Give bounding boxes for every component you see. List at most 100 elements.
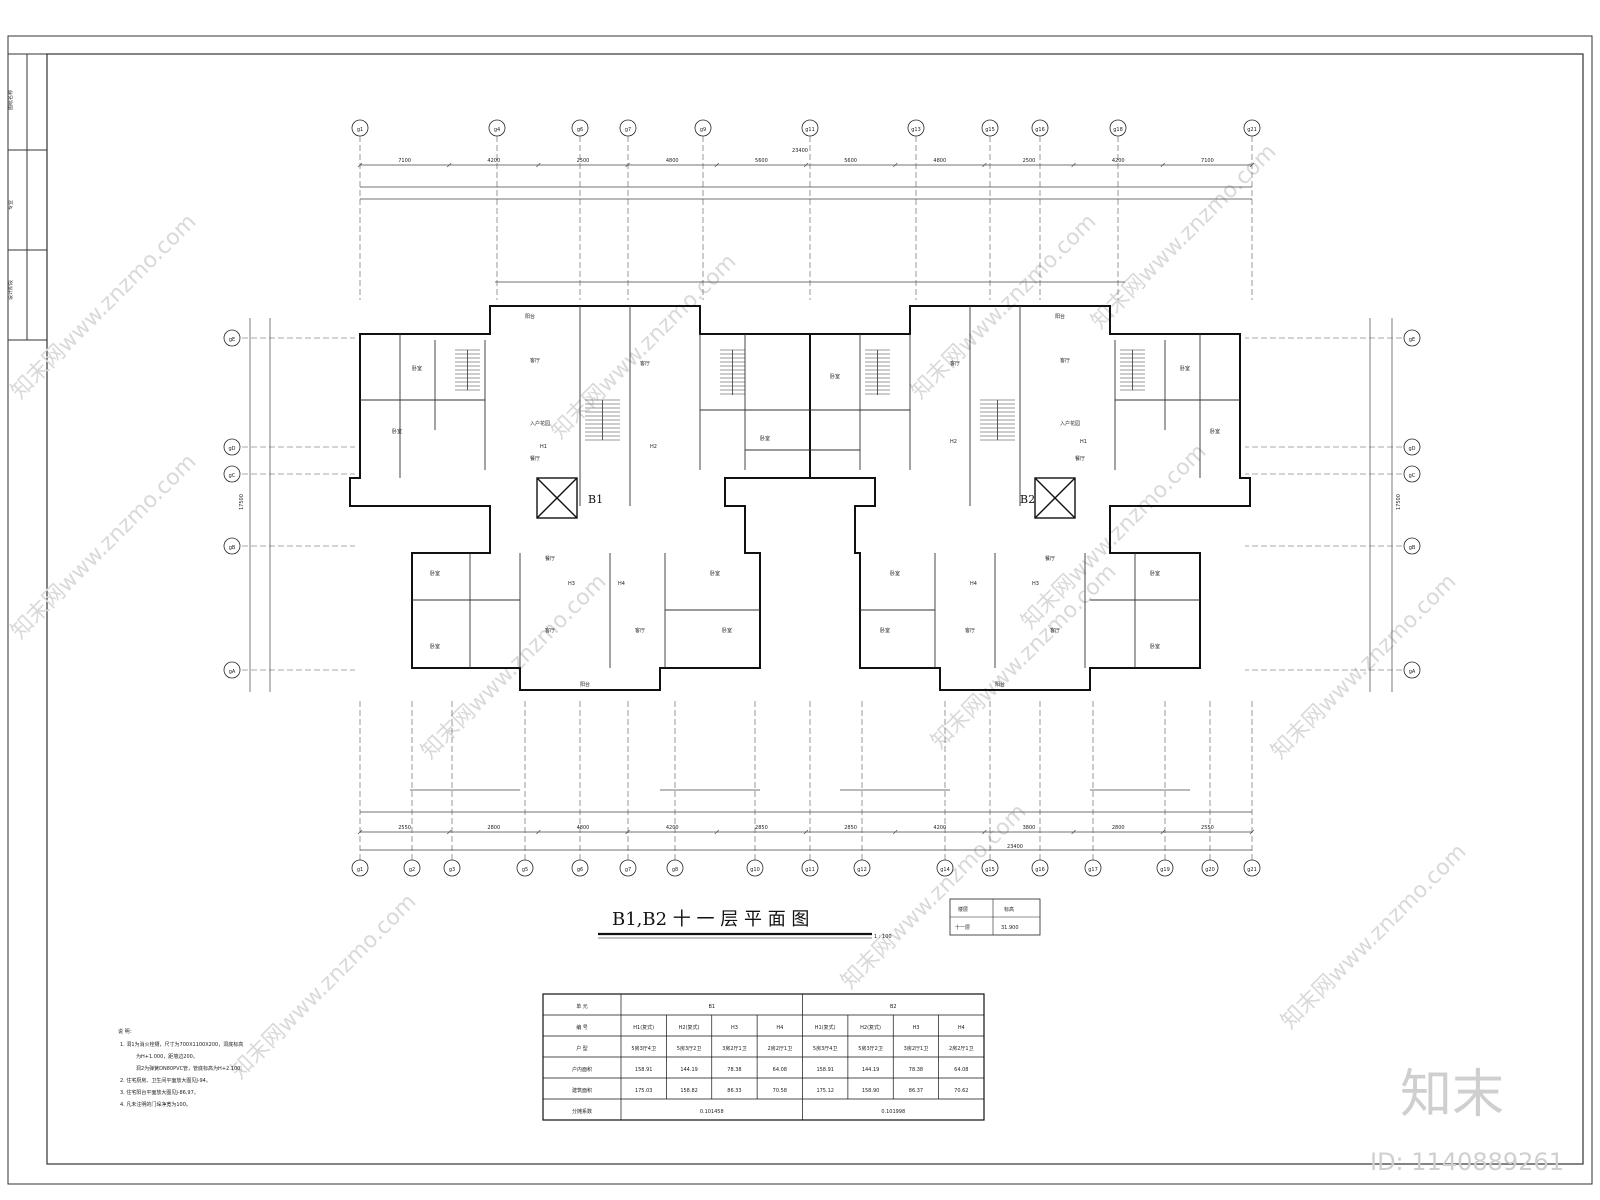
svg-text:3. 住宅阳台平面放大图见J-86,97。: 3. 住宅阳台平面放大图见J-86,97。 xyxy=(120,1089,199,1096)
dimension-tick xyxy=(892,829,898,835)
svg-text:客厅: 客厅 xyxy=(1050,627,1060,634)
table-building-area-cell: 86.37 xyxy=(909,1088,923,1094)
dimension-tick xyxy=(714,162,720,168)
svg-text:楼层: 楼层 xyxy=(958,906,968,913)
svg-text:知末网www.znzmo.com: 知末网www.znzmo.com xyxy=(927,559,1122,754)
axis-bubble xyxy=(1243,859,1261,877)
apt-h3-right: H3 xyxy=(1032,581,1039,587)
table-code-cell: H3 xyxy=(731,1025,738,1031)
table-code-cell: H1(复式) xyxy=(633,1024,654,1031)
dimension-value: 4200 xyxy=(666,825,679,831)
axis-bubble xyxy=(746,859,764,877)
svg-text:客厅: 客厅 xyxy=(530,357,540,364)
axis-label: g17 xyxy=(1088,867,1098,873)
axis-bubble xyxy=(223,661,241,679)
unit-b2-label: B2 xyxy=(1020,493,1035,506)
dimension-value: 7100 xyxy=(398,158,411,164)
svg-text:卧室: 卧室 xyxy=(830,373,840,380)
apt-h4-left: H4 xyxy=(618,581,625,587)
axis-label: g21 xyxy=(1247,127,1257,133)
dimension-value: 4200 xyxy=(487,158,500,164)
table-type-cell: 3房2厅1卫 xyxy=(722,1045,747,1052)
axis-label: g15 xyxy=(985,127,995,133)
dimension-value: 4800 xyxy=(933,158,946,164)
axis-bubble xyxy=(981,119,999,137)
svg-text:知末网www.znzmo.com: 知末网www.znzmo.com xyxy=(227,889,422,1084)
svg-text:卧室: 卧室 xyxy=(1150,643,1160,650)
axis-bubble xyxy=(1403,465,1421,483)
axis-label: g18 xyxy=(1113,127,1123,133)
axis-label: gD xyxy=(1408,446,1415,452)
svg-text:卧室: 卧室 xyxy=(392,428,402,435)
dimension-value: 4200 xyxy=(1112,158,1125,164)
dimension-value: 2850 xyxy=(755,825,768,831)
stair-treads xyxy=(455,349,1145,441)
axis-label: gD xyxy=(228,446,235,452)
svg-text:卧室: 卧室 xyxy=(760,435,770,442)
dimension-value: 2500 xyxy=(1023,158,1036,164)
svg-text:客厅: 客厅 xyxy=(1060,357,1070,364)
svg-text:餐厅: 餐厅 xyxy=(545,555,555,562)
axis-bubble xyxy=(571,859,589,877)
svg-text:餐厅: 餐厅 xyxy=(1045,555,1055,562)
dimension-value: 5600 xyxy=(755,158,768,164)
table-code-cell: H4 xyxy=(776,1025,783,1031)
dimension-tick xyxy=(446,162,452,168)
svg-text:卧室: 卧室 xyxy=(710,570,720,577)
bottom-dimension-lines xyxy=(360,789,1252,851)
table-code-cell: H3 xyxy=(912,1025,919,1031)
table-code-cell: H2(复式) xyxy=(679,1024,700,1031)
svg-text:31.900: 31.900 xyxy=(1001,925,1019,931)
unit-b1-label: B1 xyxy=(588,493,603,506)
dimension-tick xyxy=(357,829,363,835)
table-share-cell: 0.101458 xyxy=(700,1109,724,1115)
dimension-value: 2850 xyxy=(844,825,857,831)
axis-bubble xyxy=(223,438,241,456)
axis-label: gC xyxy=(229,473,236,479)
dimension-tick xyxy=(714,829,720,835)
axis-bubble xyxy=(853,859,871,877)
axis-bubble xyxy=(1084,859,1102,877)
axis-label: g12 xyxy=(857,867,867,873)
apt-h1-right: H1 xyxy=(1080,439,1087,445)
svg-text:知末网www.znzmo.com: 知末网www.znzmo.com xyxy=(1277,839,1472,1034)
axis-label: g19 xyxy=(1160,867,1170,873)
axis-label: g3 xyxy=(449,867,455,873)
dimension-tick xyxy=(982,162,987,168)
axis-bubble xyxy=(666,859,684,877)
svg-text:餐厅: 餐厅 xyxy=(530,455,540,462)
axis-label: gC xyxy=(1409,473,1416,479)
inner-frame xyxy=(46,53,1584,1165)
svg-text:1. 洞1为消火栓槽，尺寸为700X1100X200，洞底标: 1. 洞1为消火栓槽，尺寸为700X1100X200，洞底标高 xyxy=(120,1041,243,1048)
watermark-layer: 知末网www.znzmo.com 知末网www.znzmo.com 知末网www… xyxy=(7,139,1472,1084)
outer-frame xyxy=(7,35,1593,1185)
dimension-value: 4800 xyxy=(666,158,679,164)
svg-text:客厅: 客厅 xyxy=(965,627,975,634)
axis-label: g1 xyxy=(357,127,363,133)
dimension-value: 4800 xyxy=(577,825,590,831)
svg-text:卧室: 卧室 xyxy=(722,627,732,634)
axis-bubble xyxy=(1403,661,1421,679)
table-type-cell: 5房3厅4卫 xyxy=(631,1045,656,1052)
floor-elevation-table: 楼层 标高 十一层 31.900 xyxy=(949,898,1041,936)
apt-h2-left: H2 xyxy=(650,444,657,450)
dimension-tick xyxy=(1071,162,1076,168)
axis-bubble xyxy=(1243,119,1261,137)
table-code-cell: H2(复式) xyxy=(860,1024,881,1031)
total-width-bottom: 23400 xyxy=(1007,844,1023,850)
table-inner-area-cell: 78.38 xyxy=(909,1067,923,1073)
logo-watermark: 知末 xyxy=(1400,1065,1504,1125)
svg-text:知末网www.znzmo.com: 知末网www.znzmo.com xyxy=(1017,439,1212,634)
axis-bubble xyxy=(1403,329,1421,347)
svg-text:标高: 标高 xyxy=(1004,906,1014,913)
dimension-tick xyxy=(536,829,541,835)
axis-label: gB xyxy=(229,545,236,551)
axis-bubble xyxy=(488,119,506,137)
axis-bubble xyxy=(907,119,925,137)
svg-text:知末网www.znzmo.com: 知末网www.znzmo.com xyxy=(1267,569,1462,764)
axis-bubble xyxy=(619,859,637,877)
table-row-header: 户 型 xyxy=(576,1045,588,1052)
axis-label: gE xyxy=(229,337,235,343)
dimension-tick xyxy=(892,162,898,168)
